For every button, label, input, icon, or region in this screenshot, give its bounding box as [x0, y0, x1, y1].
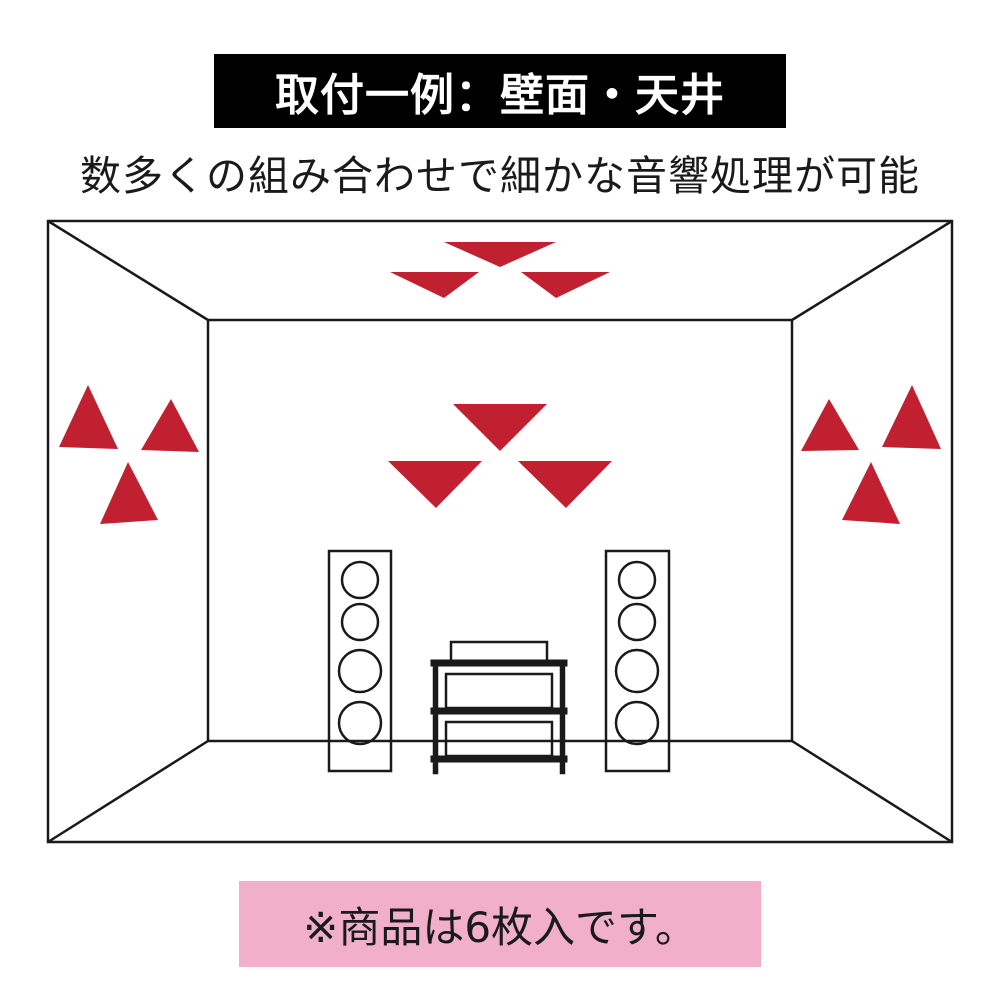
acoustic-panel-triangle-icon	[141, 399, 199, 452]
acoustic-panel-triangle-icon	[453, 404, 547, 451]
back-wall-panels	[388, 404, 612, 508]
left-speaker-woofer-1	[337, 648, 383, 694]
room-edge-top-left	[47, 219, 209, 322]
right-speaker-woofer-2	[614, 700, 660, 746]
right-speaker-woofer-1	[614, 648, 660, 694]
room-outer-frame	[46, 219, 954, 844]
note-banner: ※商品は6枚入です。	[239, 881, 761, 967]
left-speaker-cabinet	[327, 549, 393, 773]
acoustic-panel-triangle-icon	[842, 462, 900, 524]
right-speaker-cabinet	[604, 549, 671, 773]
subtitle-text: 数多くの組み合わせで細かな音響処理が可能	[80, 152, 920, 200]
rack-shelf-top	[430, 659, 568, 667]
room-edge-bottom-right	[791, 739, 953, 844]
rack-top-component	[449, 640, 549, 664]
rack-post-right	[559, 661, 566, 775]
speaker-icon	[327, 549, 393, 773]
acoustic-panel-triangle-icon	[882, 385, 941, 449]
right-speaker-tweeter	[617, 560, 657, 600]
left-speaker-mid	[340, 602, 380, 642]
acoustic-panel-triangle-icon	[59, 385, 118, 449]
audio-rack-icon	[430, 640, 568, 775]
right-wall-panels	[801, 385, 941, 524]
room-outline	[46, 219, 954, 844]
acoustic-panel-triangle-icon	[801, 399, 859, 451]
rack-component-middle	[444, 672, 554, 710]
title-banner: 取付一例：壁面・天井	[214, 54, 786, 128]
right-speaker-mid	[617, 602, 657, 642]
acoustic-panel-triangle-icon	[521, 272, 610, 298]
speaker-icon	[604, 549, 671, 773]
note-text: ※商品は6枚入です。	[303, 902, 697, 952]
acoustic-panel-triangle-icon	[444, 242, 556, 267]
acoustic-panel-triangle-icon	[518, 461, 612, 508]
rack-post-left	[432, 661, 439, 775]
left-speaker-tweeter	[340, 560, 380, 600]
room-back-wall	[206, 318, 794, 743]
acoustic-panel-triangle-icon	[100, 462, 158, 524]
acoustic-panel-triangle-icon	[388, 461, 482, 508]
ceiling-panels	[390, 242, 610, 298]
left-speaker-woofer-2	[337, 700, 383, 746]
title-text: 取付一例：壁面・天井	[275, 70, 725, 121]
rack-component-bottom	[444, 720, 554, 758]
room-edge-bottom-left	[47, 739, 209, 844]
acoustic-panel-triangle-icon	[390, 272, 479, 298]
left-wall-panels	[59, 385, 199, 524]
room-edge-top-right	[791, 219, 953, 322]
